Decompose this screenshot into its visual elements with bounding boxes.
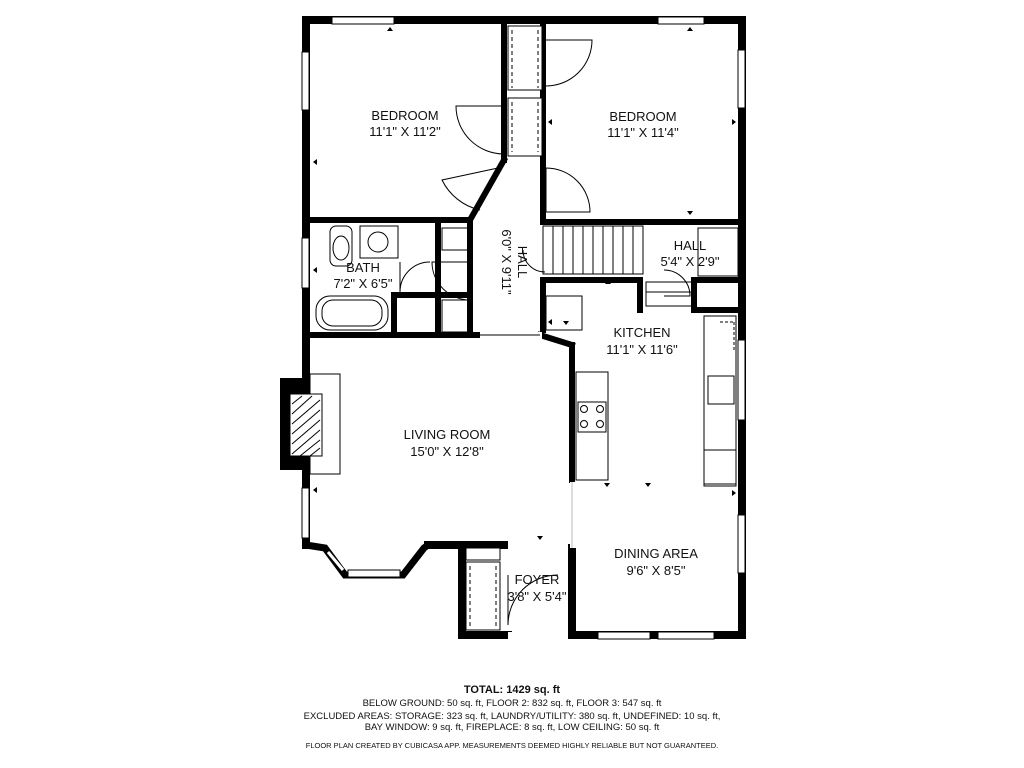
bath-name: BATH <box>346 260 380 275</box>
stairs <box>542 225 739 307</box>
bay-window <box>305 541 431 579</box>
living-room-name: LIVING ROOM <box>404 427 491 442</box>
footer-disclaimer: FLOOR PLAN CREATED BY CUBICASA APP. MEAS… <box>305 741 719 750</box>
hall-vertical-name: HALL <box>515 246 530 279</box>
footer-excluded-line-1: EXCLUDED AREAS: STORAGE: 323 sq. ft, LAU… <box>303 711 721 722</box>
bath-fixtures <box>315 225 469 333</box>
footer-excluded-line-2: BAY WINDOW: 9 sq. ft, FIREPLACE: 8 sq. f… <box>364 722 660 733</box>
bedroom-left-dims: 11'1" X 11'2" <box>369 124 441 139</box>
room-labels: BEDROOM 11'1" X 11'2" BEDROOM 11'1" X 11… <box>333 108 719 604</box>
hall-vertical-dims: 6'0" X 9'11" <box>499 229 514 295</box>
bedroom-right-dims: 11'1" X 11'4" <box>607 125 679 140</box>
interior-walls <box>303 17 745 483</box>
bedroom-left-name: BEDROOM <box>371 108 438 123</box>
footer-excluded-areas: EXCLUDED AREAS: STORAGE: 323 sq. ft, LAU… <box>0 711 1024 733</box>
foyer-name: FOYER <box>515 572 560 587</box>
hall-upper-dims: 5'4" X 2'9" <box>660 254 719 269</box>
foyer-dims: 3'8" X 5'4" <box>507 589 566 604</box>
footer-total: TOTAL: 1429 sq. ft <box>463 684 561 696</box>
kitchen-dims: 11'1" X 11'6" <box>606 342 678 357</box>
kitchen-fixtures <box>545 295 737 487</box>
bedroom-right-name: BEDROOM <box>609 109 676 124</box>
footer-area-breakdown: BELOW GROUND: 50 sq. ft, FLOOR 2: 832 sq… <box>362 698 662 709</box>
markers <box>313 27 736 540</box>
fireplace <box>280 373 341 475</box>
kitchen-name: KITCHEN <box>613 325 670 340</box>
opening-lines <box>480 334 573 548</box>
hall-closets <box>507 25 543 157</box>
bath-dims: 7'2" X 6'5" <box>333 276 392 291</box>
foyer-closet <box>465 547 501 631</box>
floor-plan: BEDROOM 11'1" X 11'2" BEDROOM 11'1" X 11… <box>280 16 746 640</box>
hall-upper-name: HALL <box>674 238 707 253</box>
dining-area-dims: 9'6" X 8'5" <box>626 563 685 578</box>
windows <box>301 16 746 640</box>
living-room-dims: 15'0" X 12'8" <box>410 444 484 459</box>
dining-area-name: DINING AREA <box>614 546 698 561</box>
doors <box>399 39 691 626</box>
